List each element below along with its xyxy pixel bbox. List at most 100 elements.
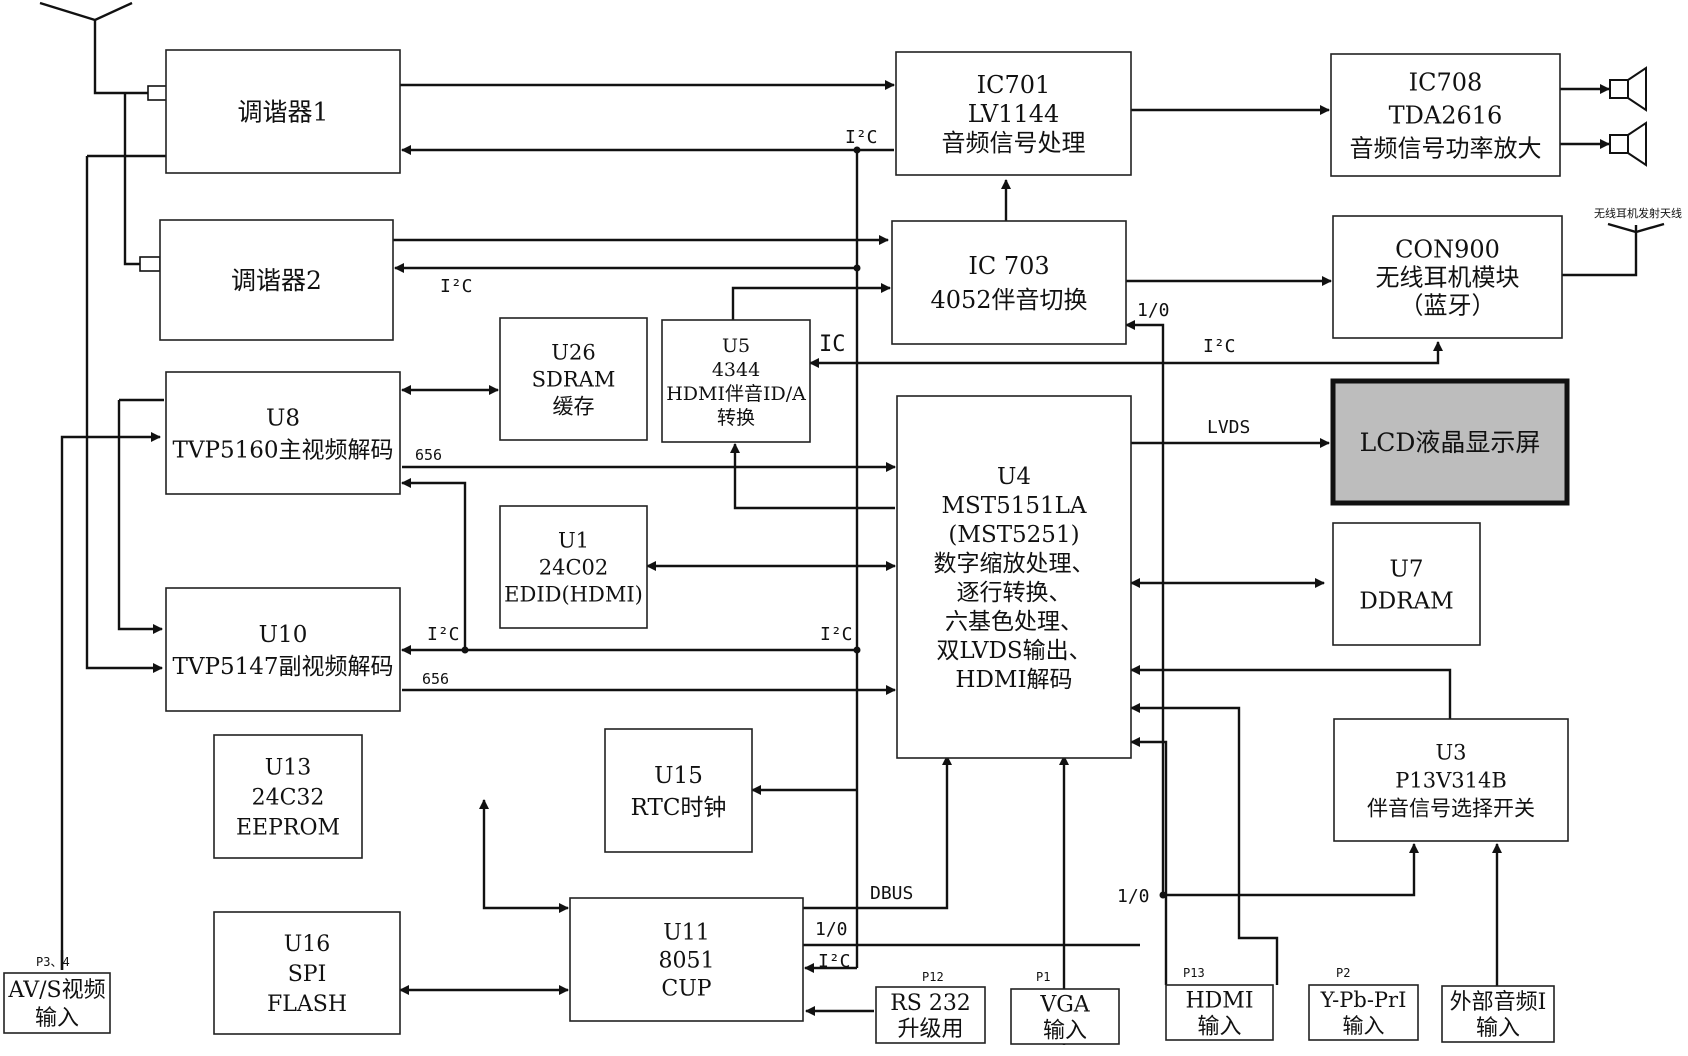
block-u4-line: 双LVDS输出、 bbox=[936, 638, 1091, 664]
block-vga-line: VGA bbox=[1039, 992, 1090, 1017]
label-port-av: P3、4 bbox=[36, 955, 70, 969]
label-i2c-con900: I²C bbox=[1203, 336, 1236, 357]
block-u1-line: U1 bbox=[558, 529, 589, 553]
label-lvds: LVDS bbox=[1207, 417, 1250, 438]
block-lcd-frame bbox=[1330, 378, 1570, 506]
block-u15-frame bbox=[604, 728, 753, 853]
block-u26-line: SDRAM bbox=[532, 368, 616, 392]
block-u8-line: U8 bbox=[266, 405, 300, 431]
block-vga-line: 输入 bbox=[1043, 1018, 1087, 1043]
block-u4-frame bbox=[896, 395, 1132, 759]
block-tuner2-frame bbox=[159, 219, 394, 341]
hdmi-to-u4 bbox=[1130, 737, 1168, 985]
rf-connectors bbox=[139, 85, 169, 272]
block-rs232-frame bbox=[875, 986, 986, 1044]
ypbpr-to-u4 bbox=[1130, 703, 1279, 985]
block-lcd-line: LCD液晶显示屏 bbox=[1360, 428, 1541, 457]
block-ypbpr-frame bbox=[1308, 984, 1419, 1041]
block-u13-frame bbox=[213, 734, 363, 859]
block-ypbpr-line: Y-Pb-PrI bbox=[1320, 988, 1407, 1012]
io-to-ic703 bbox=[1125, 320, 1165, 895]
left-rail-to-u10 bbox=[85, 156, 163, 673]
label-port-vga: P1 bbox=[1036, 970, 1050, 984]
block-u26-frame bbox=[499, 317, 648, 441]
block-tuner1-frame bbox=[165, 49, 401, 174]
label-i2c-tuner2: I²C bbox=[440, 276, 473, 297]
i2c-to-u8 bbox=[401, 478, 467, 650]
block-ext-audio-line: 输入 bbox=[1476, 1016, 1520, 1041]
label-ic-u5: IC bbox=[819, 332, 846, 357]
rf-feed-tuner2 bbox=[123, 93, 140, 266]
block-u1-line: EDID(HDMI) bbox=[504, 583, 643, 607]
block-u11-frame bbox=[569, 897, 804, 1022]
block-lcd: LCD液晶显示屏 bbox=[1330, 378, 1570, 506]
u8-to-u10 bbox=[117, 400, 163, 634]
label-i2c-u11: I²C bbox=[818, 951, 851, 972]
rf-feed-tuner1 bbox=[93, 20, 148, 95]
block-u3-line: U3 bbox=[1435, 741, 1466, 765]
block-u3-line: P13V314B bbox=[1395, 769, 1507, 793]
block-tuner2-line: 调谐器2 bbox=[231, 266, 322, 295]
block-u13-line: U13 bbox=[265, 755, 312, 780]
block-tuner2: 调谐器2 bbox=[159, 219, 394, 341]
block-u13-line: 24C32 bbox=[252, 785, 325, 810]
label-i2c-mid: I²C bbox=[820, 624, 853, 645]
block-u11-line: 8051 bbox=[659, 948, 715, 973]
block-u10-frame bbox=[165, 587, 401, 712]
block-u4-line: 六基色处理、 bbox=[945, 609, 1083, 635]
block-u13-line: EEPROM bbox=[236, 815, 340, 840]
block-u7-frame bbox=[1332, 522, 1481, 646]
block-con900-line: CON900 bbox=[1395, 236, 1500, 264]
block-u26-line: U26 bbox=[551, 341, 595, 365]
block-con900-frame bbox=[1332, 215, 1563, 339]
i2c-u5-con900 bbox=[809, 341, 1443, 368]
block-u15-line: U15 bbox=[654, 763, 703, 789]
block-av-line: 输入 bbox=[35, 1006, 79, 1031]
u4-to-u5 bbox=[730, 443, 895, 510]
tuner2-rf-connector-icon bbox=[139, 256, 161, 272]
block-rs232-line: RS 232 bbox=[890, 991, 971, 1016]
block-u4-line: U4 bbox=[997, 464, 1031, 490]
block-ext-audio-frame bbox=[1441, 985, 1555, 1043]
label-port-hdmi: P13 bbox=[1183, 966, 1205, 980]
block-con900-line: 无线耳机模块 bbox=[1376, 264, 1520, 292]
label-i2c-tuner1: I²C bbox=[845, 127, 878, 148]
block-u4-line: 数字缩放处理、 bbox=[934, 551, 1095, 577]
block-hdmi-in-frame bbox=[1165, 984, 1274, 1041]
label-io-ic703: 1/0 bbox=[1137, 300, 1170, 321]
block-u7-line: DDRAM bbox=[1359, 588, 1453, 614]
antenna-left bbox=[39, 1, 133, 22]
block-ic703-frame bbox=[891, 220, 1127, 345]
block-ic701-line: LV1144 bbox=[968, 100, 1060, 128]
block-tuner1-line: 调谐器1 bbox=[238, 98, 329, 127]
block-u5-line: U5 bbox=[722, 335, 750, 357]
block-ic701-line: 音频信号处理 bbox=[942, 129, 1086, 157]
block-u4-line: HDMI解码 bbox=[955, 667, 1072, 693]
block-hdmi-in-line: HDMI bbox=[1185, 988, 1253, 1013]
block-ic708-frame bbox=[1330, 53, 1561, 177]
label-dbus: DBUS bbox=[870, 883, 913, 904]
block-u4-line: 逐行转换、 bbox=[957, 580, 1072, 606]
block-ic708-line: IC708 bbox=[1409, 69, 1483, 97]
labels: I²C I²C IC 1/0 I²C LVDS 656 I²C I²C 656 … bbox=[36, 127, 1682, 984]
block-tuner1: 调谐器1 bbox=[165, 49, 401, 174]
block-u1-frame bbox=[499, 505, 648, 629]
label-i2c-u10: I²C bbox=[427, 624, 460, 645]
block-u16-frame bbox=[213, 911, 401, 1035]
tuner1-rf-connector-icon bbox=[147, 85, 169, 101]
block-u3-frame bbox=[1333, 718, 1569, 842]
block-ext-audio-line: 外部音频I bbox=[1450, 990, 1547, 1015]
block-u11-line: U11 bbox=[663, 920, 710, 945]
